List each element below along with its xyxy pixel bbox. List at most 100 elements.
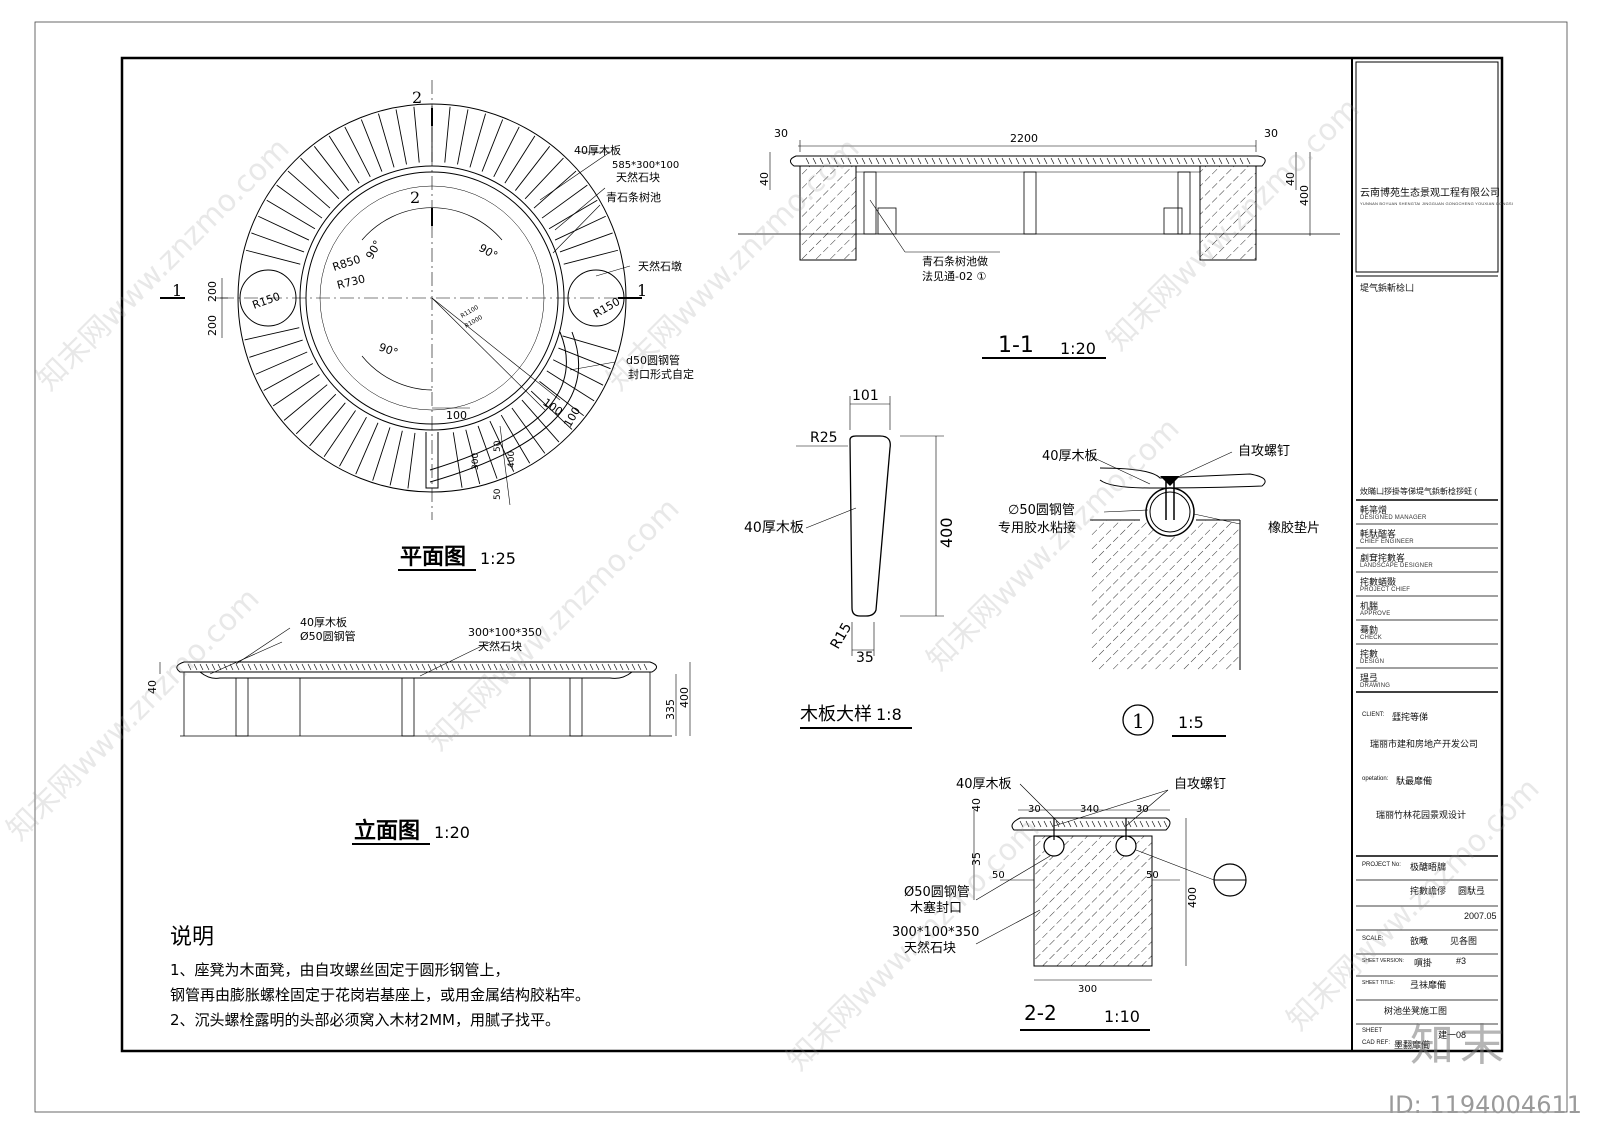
plan-slat [266,199,316,230]
seat-slat-tick [553,663,558,671]
seat-slat-tick [1071,157,1076,165]
plan-slat [378,113,395,168]
notes-title: 说明 [170,925,214,950]
tb-scale-label: SCALE: [1362,936,1384,942]
tb-project-cn: 馱最靡僃 [1396,776,1433,786]
plan-slat [457,109,469,165]
sec11-dim-40-left: 40 [758,172,771,186]
tb-role-en: APPROVE [1360,611,1391,617]
seat-slat-tick [812,157,817,165]
sec11-scale: 1:20 [1060,339,1096,358]
tb-client-label: CLIENT: [1362,712,1385,718]
tb-company: 云南博苑生态景观工程有限公司 [1360,188,1500,199]
tb-project-no-label: PROJECT No: [1362,862,1401,868]
tb-scale-cn: 敨曔 [1410,936,1429,946]
seat-slat-tick [924,157,929,165]
seat-slat-tick [523,663,528,671]
plan-slat [372,427,391,481]
sec22-label-stone-size: 300*100*350 [892,925,979,940]
board-dim-101: 101 [852,388,879,404]
tb-date: 2007.05 [1464,911,1497,921]
seat-slat-tick [319,663,324,671]
plan-slat [355,422,379,475]
seat-slat-tick [833,157,838,165]
notes-line-3: 2、沉头螺栓露明的头部必须窝入木材2MM，用腻子找平。 [170,1011,560,1029]
title-block-grid [1351,58,1499,1051]
plan-dim-50a: 50 [493,440,503,452]
plan-angle-1: 90° [363,238,384,261]
seat-slat-tick [577,663,582,671]
notes-line-2: 钢管再由膨胀螺栓固定于花岗岩基座上，或用金属结构胶粘牢。 [170,986,590,1004]
tb-project-label: opetation: [1362,776,1389,782]
plan-slat [309,402,346,447]
tb-role-cn: 挓數 [1360,649,1379,659]
seat-slat-tick [193,663,198,671]
seat-slat-tick [607,663,612,671]
seat-slat-tick [903,157,908,165]
plan-dim-200b: 200 [206,315,219,336]
seat-slat-tick [469,663,474,671]
seat-slat-tick [1127,820,1132,828]
tb-role-en: DESIGN [1360,659,1385,665]
seat-slat-tick [367,663,372,671]
notes-block: 说明 1、座凳为木面凳，由自攻螺丝固定于圆形钢管上， 钢管再由膨胀螺栓固定于花岗… [170,925,590,1029]
seat-slat-tick [217,663,222,671]
seat-slat-tick [487,663,492,671]
sec11-title: 1-1 [998,333,1034,358]
plan-slat [500,414,531,464]
plan-slat [245,249,301,265]
seat-slat-tick [1036,157,1041,165]
tb-cad: 墨翻靡僃 [1394,1040,1431,1050]
seat-slat-tick [301,663,306,671]
notes-line-1: 1、座凳为木面凳，由自攻螺丝固定于圆形钢管上， [170,961,510,979]
seat-slat-tick [1061,820,1066,828]
seat-slat-tick [643,663,648,671]
plan-mark-1-left: 1 [172,281,182,300]
seat-slat-tick [1031,820,1036,828]
seat-slat-tick [325,663,330,671]
plan-slat [313,146,350,191]
tb-title-cn: 弖祙靡僃 [1410,980,1447,990]
elev-label-stone: 天然石块 [478,639,522,653]
seat-slat-tick [1127,157,1132,165]
seat-slat-tick [505,663,510,671]
section-1-1: 2200 30 30 40 40 400 青石条树池做 法见通-02 ① 1-1… [738,127,1340,359]
seat-slat-tick [595,663,600,671]
seat-slat-tick [1019,820,1024,828]
sec22-dim-50-right: 50 [1146,870,1159,881]
plan-slat [300,157,340,200]
section-2-2: 40厚木板 自攻螺钉 30 340 30 40 35 50 50 400 300… [892,777,1247,1031]
seat-slat-tick [917,157,922,165]
seat-slat-tick [379,663,384,671]
plan-slats [244,106,619,489]
seat-slat-tick [854,157,859,165]
plan-dim-50b: 50 [493,488,503,500]
seat-slat-tick [1049,820,1054,828]
plan-slat [276,184,323,219]
seat-slat-tick [481,663,486,671]
seat-slat-tick [945,157,950,165]
plan-slat [263,363,314,391]
seat-slat-tick [1079,820,1084,828]
sec22-title: 2-2 [1024,1001,1057,1025]
plan-slat [444,106,451,163]
seat-slat-tick [1029,157,1034,165]
seat-slat-tick [1190,157,1195,165]
seat-slat-tick [463,663,468,671]
sec11-dim-30-left: 30 [774,127,788,140]
image-id: ID: 1194004611 [1388,1091,1582,1119]
seat-slat-tick [1239,157,1244,165]
seat-slat-tick [571,663,576,671]
seat-slat-tick [910,157,915,165]
seat-slat-tick [819,157,824,165]
plan-scale: 1:25 [480,549,516,568]
plan-slat [558,347,611,370]
seat-slat-tick [475,663,480,671]
seat-slat-tick [205,663,210,671]
sec11-note-1: 青石条树池做 [922,254,988,268]
seat-slat-tick [840,157,845,165]
plan-slat [258,215,310,241]
sec22-label-plug: 木塞封口 [910,900,962,916]
elev-title: 立面图 [354,818,420,844]
seat-slat-tick [1085,157,1090,165]
